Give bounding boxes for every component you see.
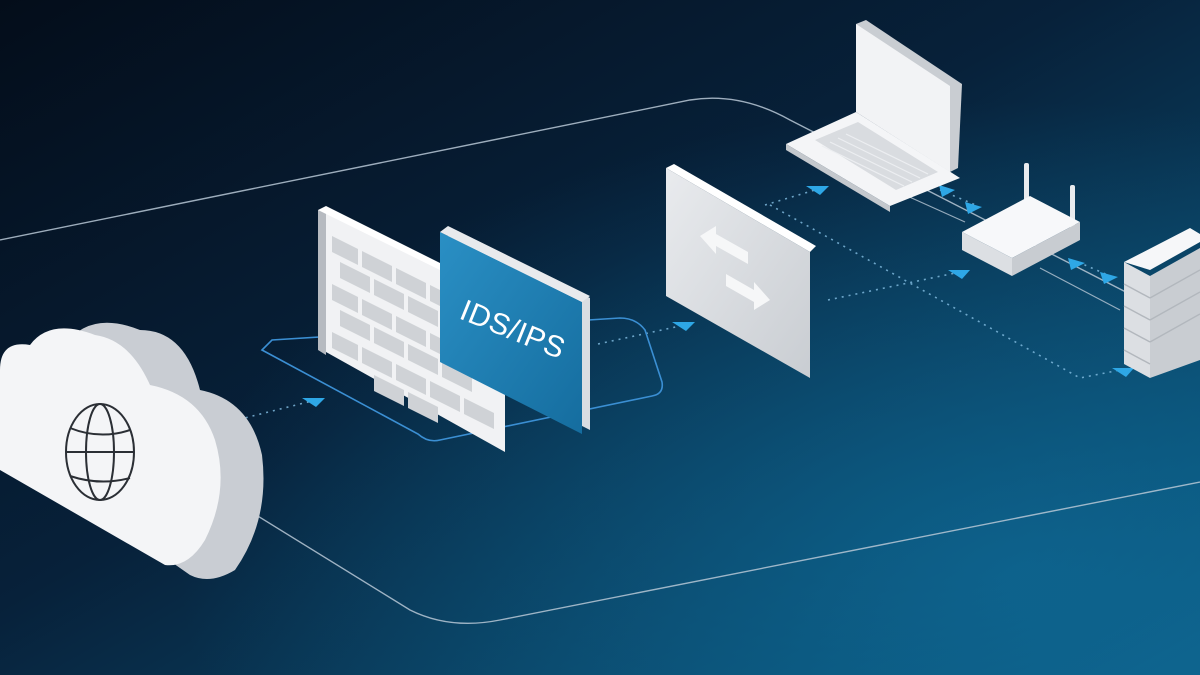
ids-ips-node: IDS/IPS <box>440 226 590 434</box>
server-side <box>1150 248 1200 378</box>
switch-panel <box>666 168 810 378</box>
arrow-router-right-a <box>1068 258 1085 270</box>
flow-arrows <box>302 185 1134 407</box>
router-side <box>1012 222 1080 276</box>
line-switch-laptop <box>764 189 816 206</box>
firewall-side <box>318 210 326 355</box>
network-boundary <box>0 97 1200 624</box>
cloud-shape <box>0 328 221 566</box>
server-node <box>1123 228 1200 378</box>
arrow-to-laptop <box>806 186 829 195</box>
arrow-to-router-top <box>965 202 982 214</box>
arrow-router-right-b <box>1100 272 1118 284</box>
globe-icon <box>65 403 135 501</box>
line-cloud-firewall <box>204 400 313 429</box>
server-top <box>1124 228 1200 270</box>
router-front <box>962 232 1012 276</box>
line-switch-router <box>827 271 961 301</box>
switch-side <box>666 164 816 252</box>
server-rack-icon <box>1123 269 1200 365</box>
swap-arrows-icon <box>700 226 770 310</box>
ids-panel <box>440 232 582 434</box>
arrow-to-server <box>1112 368 1134 377</box>
switch-node <box>666 164 816 378</box>
router-node <box>962 163 1080 276</box>
solid-links <box>904 194 1121 311</box>
laptop-screen <box>856 24 950 172</box>
router-top <box>962 196 1080 258</box>
laptop-keyboard <box>815 122 938 190</box>
arrow-from-laptop <box>939 185 955 197</box>
arrow-to-switch <box>672 322 695 331</box>
arrow-to-firewall <box>302 398 325 407</box>
laptop-base-edge <box>786 144 890 212</box>
security-zone-outline <box>260 317 664 442</box>
ids-panel-edge <box>440 226 590 302</box>
server-front <box>1124 262 1150 378</box>
arrow-switch-to-router <box>948 270 970 279</box>
laptop-node <box>786 20 962 212</box>
cloud-node <box>0 322 264 579</box>
